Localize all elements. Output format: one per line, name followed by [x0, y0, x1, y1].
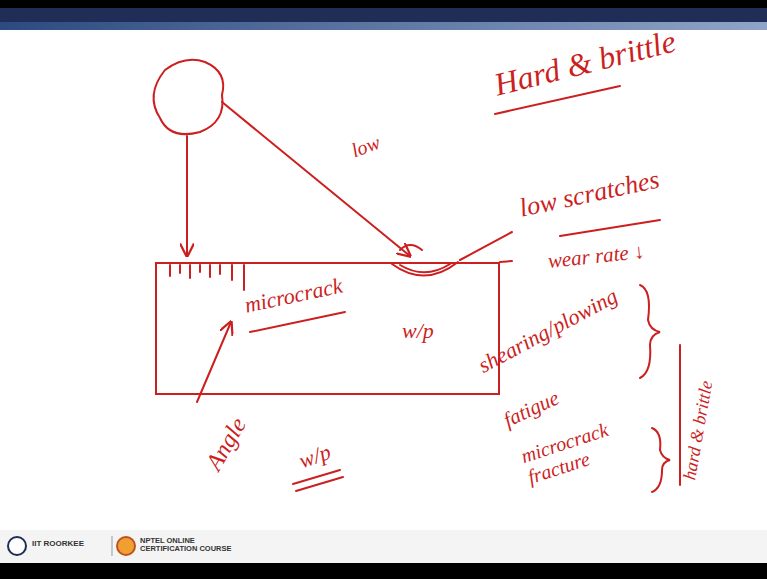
footer-divider — [112, 536, 113, 556]
top-band — [0, 8, 767, 22]
leader-line — [460, 232, 512, 260]
angle-mark — [400, 245, 422, 250]
footer-text: IIT ROORKEE — [32, 540, 84, 549]
note-text: shearing/plowing — [474, 284, 621, 378]
part-label: w/p — [296, 440, 334, 474]
footer-bar — [0, 530, 767, 563]
underline — [250, 312, 345, 332]
brace — [652, 428, 670, 492]
note-text: low — [348, 131, 383, 162]
brace — [640, 285, 660, 378]
note-text: Angle — [201, 413, 252, 475]
pointer-arrow — [197, 322, 231, 402]
note-text: microcrack — [242, 274, 344, 318]
scratch-mark — [392, 262, 458, 276]
workpiece-block: microcrack w/p — [155, 262, 500, 395]
particle — [154, 60, 224, 134]
bracket-line — [679, 345, 681, 485]
note-text: wear rate ↓ — [547, 240, 646, 273]
iit-logo — [8, 537, 26, 555]
underline — [293, 470, 340, 484]
angled-impact-arrow — [222, 102, 410, 256]
note-text: hard & brittle — [680, 379, 717, 481]
heading-note: Hard & brittle — [491, 24, 679, 103]
surface-line — [500, 261, 512, 262]
note-text: low scratches — [517, 166, 662, 224]
note-text: fatigue — [500, 386, 563, 432]
footer-text: NPTEL ONLINE CERTIFICATION COURSE — [140, 537, 235, 554]
microcracks — [170, 265, 244, 290]
nptel-logo — [117, 537, 135, 555]
bottom-bar — [0, 563, 767, 579]
underline — [560, 220, 660, 236]
underline — [296, 477, 343, 491]
scratch-mark — [400, 264, 450, 272]
top-bar — [0, 0, 767, 8]
note-text: microcrack fracture — [518, 411, 638, 487]
normal-impact-arrow — [186, 136, 188, 256]
part-label: w/p — [402, 319, 434, 343]
